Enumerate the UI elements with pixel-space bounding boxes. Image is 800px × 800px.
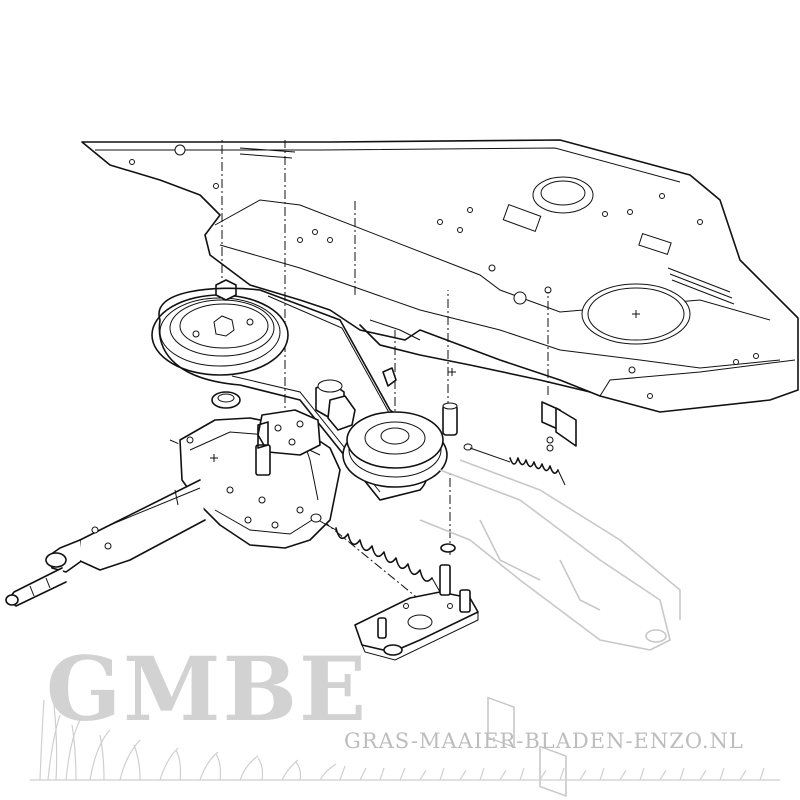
- frame-vent-slots: [239, 147, 735, 305]
- reference-crosshairs: [448, 310, 640, 376]
- watermark-logo: GMBE GRAS-MAAIER-BLADEN-ENZO.NL: [30, 637, 780, 781]
- ghosted-deck-linkage: [419, 459, 681, 797]
- watermark-logo-letters: GMBE: [46, 637, 368, 741]
- transmission-pulley: [342, 411, 448, 488]
- grass-graphic: [30, 699, 780, 781]
- tension-spring-small: [463, 443, 566, 486]
- transaxle-housing: [179, 391, 341, 549]
- watermark-url: GRAS-MAAIER-BLADEN-ENZO.NL: [344, 729, 744, 753]
- idler-spacers: [315, 367, 458, 436]
- left-axle: [5, 479, 206, 607]
- tension-spring-large: [310, 513, 441, 593]
- frame-bolt-holes: [129, 144, 759, 399]
- mounting-bracket-plate: [354, 543, 479, 661]
- engine-pulley: [151, 279, 289, 376]
- mower-frame-chassis: [81, 139, 799, 413]
- small-bracket: [541, 401, 577, 452]
